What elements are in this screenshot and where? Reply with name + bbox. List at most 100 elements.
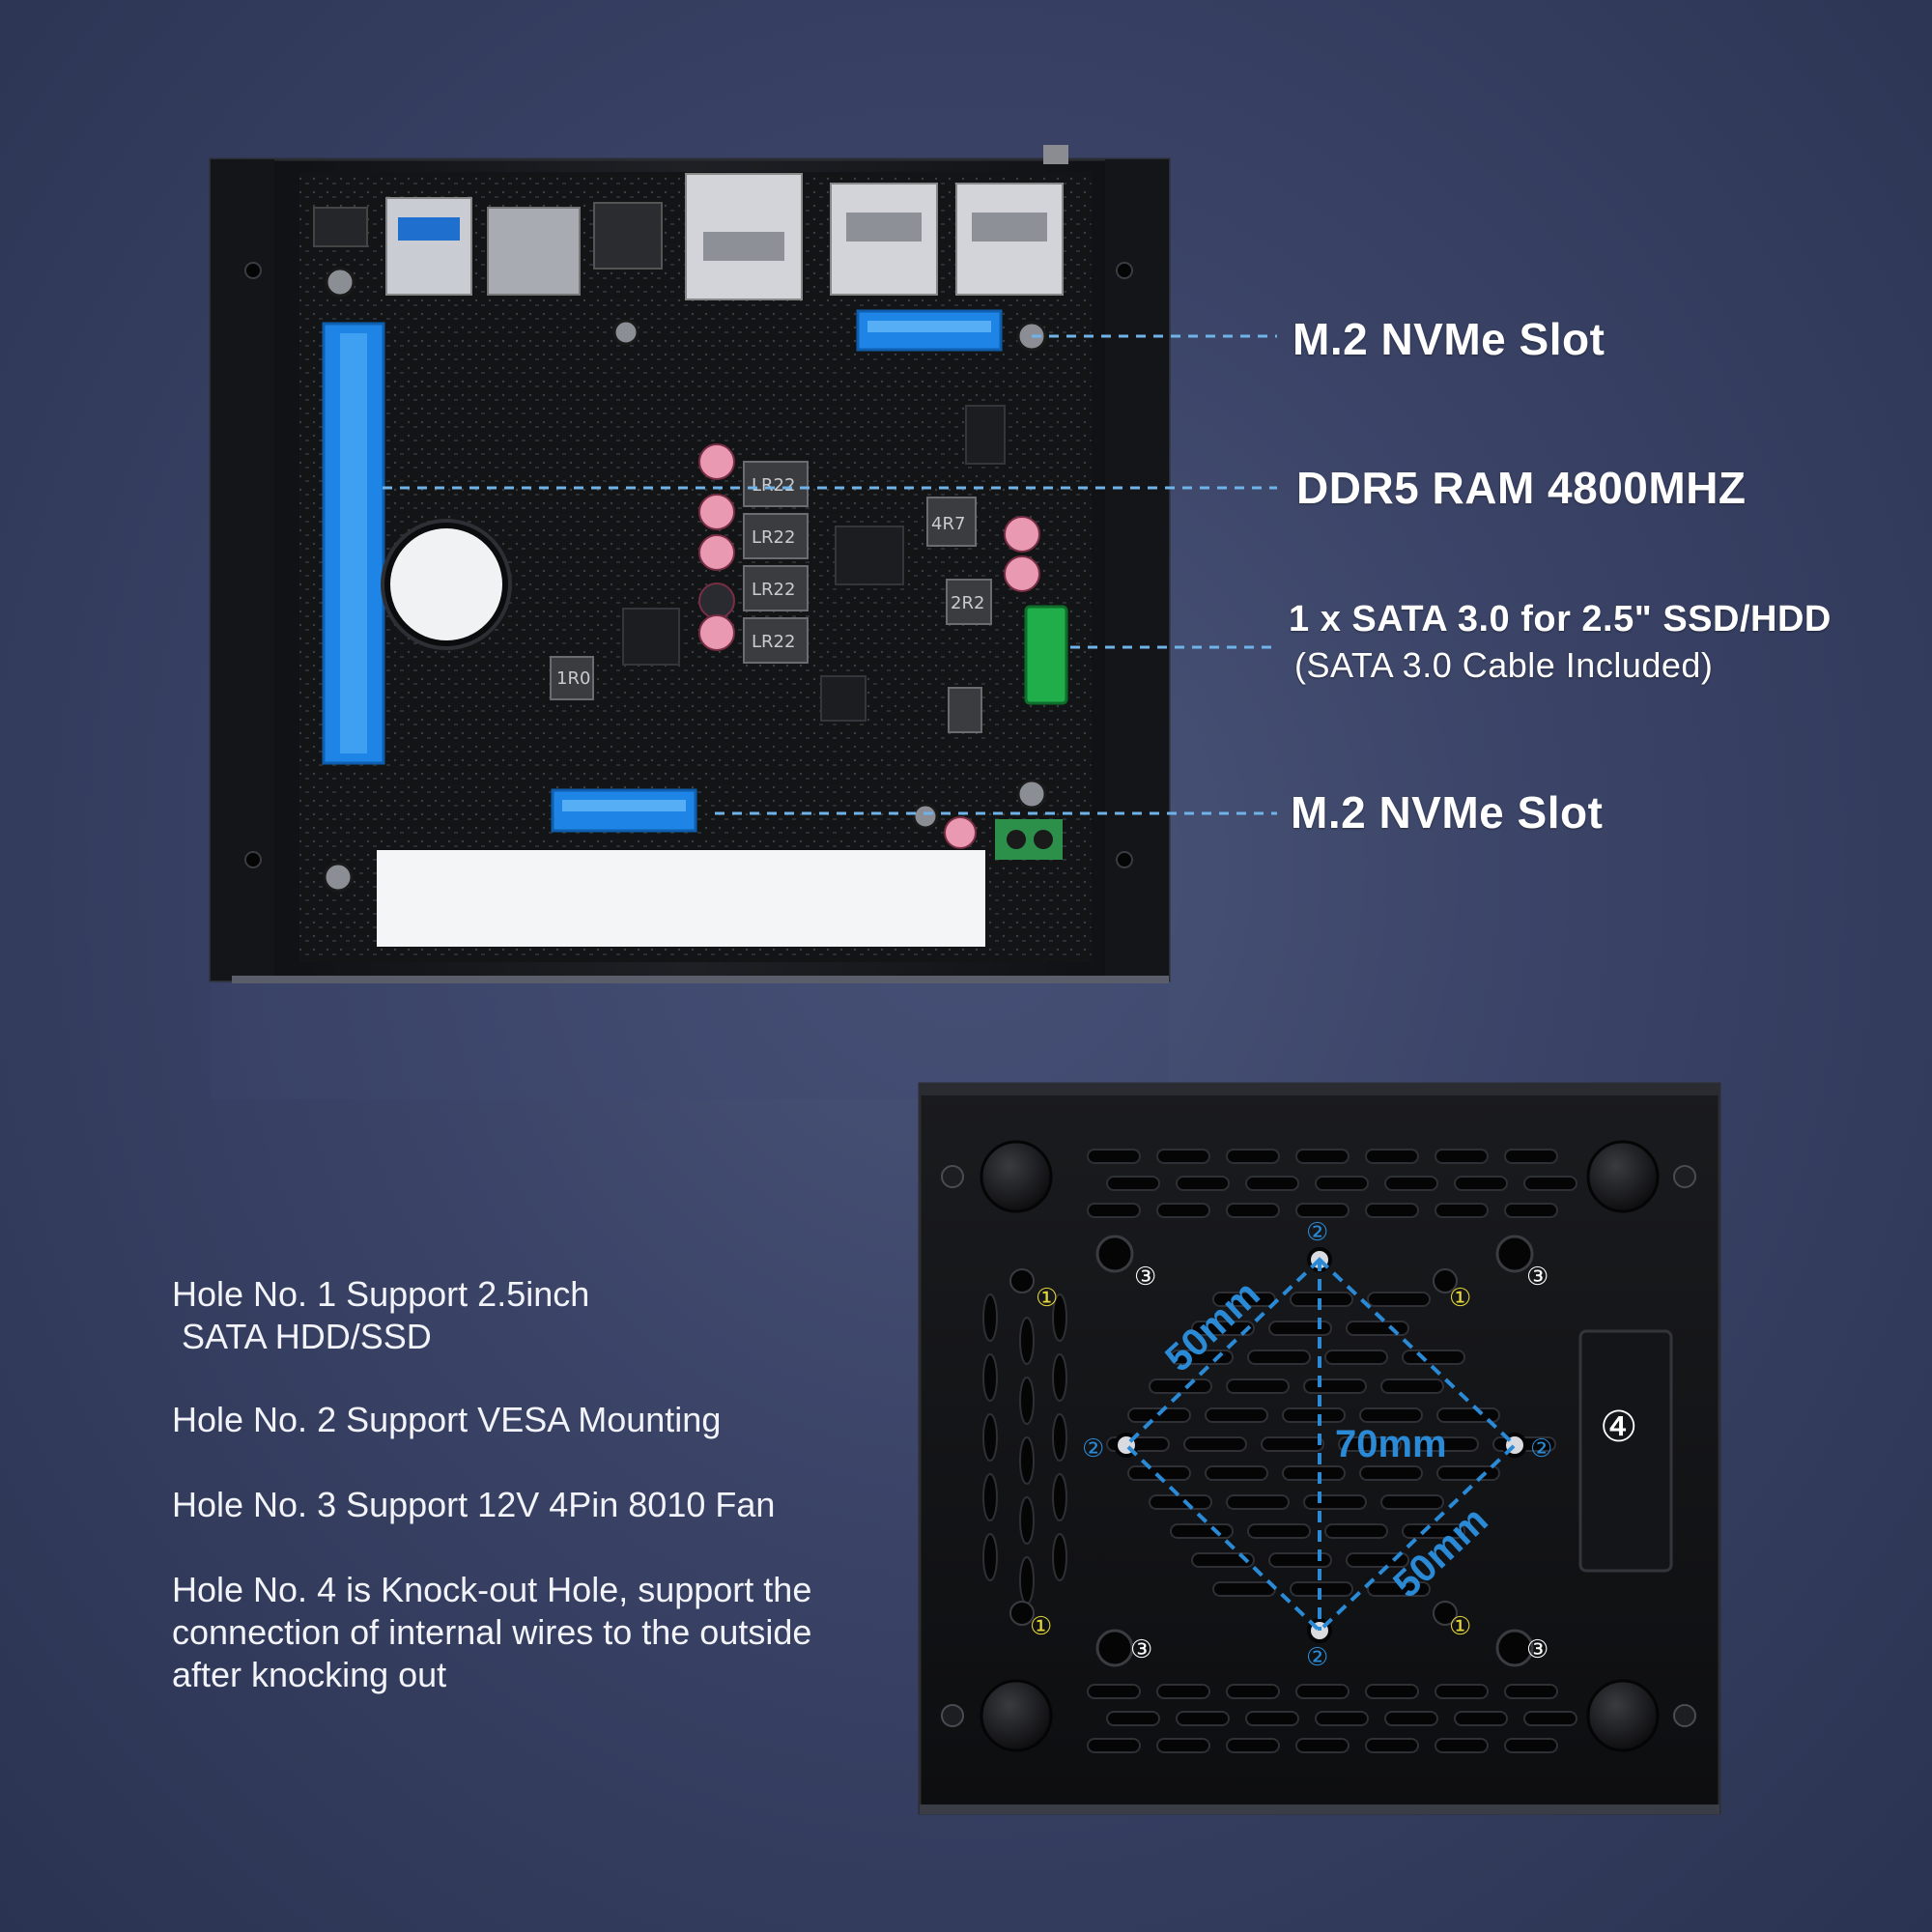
rubber-feet [980,1140,1660,1752]
vent-slot [1303,1494,1367,1510]
vent-slot [1402,1350,1465,1365]
vent-slot [1176,1711,1230,1726]
vent-slot [982,1353,998,1402]
vent-slot [982,1533,998,1581]
vent-slot [1402,1523,1465,1539]
vent-slot [982,1413,998,1462]
hole-3-marker: ③ [1526,1635,1548,1664]
inductor-mark: LR22 [752,475,795,496]
hole-1-note: Hole No. 1 Support 2.5inch SATA HDD/SSD [172,1273,589,1358]
vent-slot [1365,1684,1419,1699]
vent-slot [1504,1738,1558,1753]
vent-slot [982,1293,998,1342]
vent-slot [1435,1738,1489,1753]
vent-slot [1245,1176,1299,1191]
m2-nvme-top-label: M.2 NVMe Slot [1293,314,1605,364]
vent-slot [1087,1203,1141,1218]
vent-slot [1052,1413,1067,1462]
hole-2-note: Hole No. 2 Support VESA Mounting [172,1399,721,1441]
hole-4-note-line: connection of internal wires to the outs… [172,1612,812,1652]
vent-slot [1052,1353,1067,1402]
hdd-mount-holes [1009,1268,1458,1626]
vent-slot [1019,1556,1035,1605]
vent-slot [1454,1176,1508,1191]
vent-slot [1156,1684,1210,1699]
sata-label: 1 x SATA 3.0 for 2.5" SSD/HDD [1289,599,1832,639]
vent-slot [1384,1176,1438,1191]
hole-4-note: Hole No. 4 is Knock-out Hole, support th… [172,1569,811,1696]
vent-slot [1226,1149,1280,1164]
vent-slot [1156,1738,1210,1753]
vent-slot [1087,1149,1141,1164]
vent-slot [1226,1494,1290,1510]
case-bottom-view [918,1082,1721,1815]
vent-slot [1454,1711,1508,1726]
knockout-hole-panel [1578,1329,1673,1573]
hole-3-marker: ③ [1130,1635,1152,1664]
vent-slot [1324,1350,1388,1365]
m2-slot-bottom [551,788,697,833]
vent-slot [1367,1292,1431,1307]
sata-cable-note: (SATA 3.0 Cable Included) [1294,645,1714,685]
capacitors [698,443,1040,849]
vent-slot [1359,1465,1423,1481]
hole-4-note-line: Hole No. 4 is Knock-out Hole, support th… [172,1570,812,1609]
inductor-mark: LR22 [752,527,795,548]
vesa-dimension-lines [1123,1257,1518,1634]
vent-slot [1295,1684,1350,1699]
vent-slot [1315,1711,1369,1726]
vent-slot [1380,1378,1444,1394]
vent-slot [1365,1149,1419,1164]
vent-slot [1226,1738,1280,1753]
callout-lines [383,334,1277,815]
power-terminal [995,819,1063,860]
vent-slot [1435,1149,1489,1164]
vent-slot [1212,1292,1276,1307]
hole-3-note: Hole No. 3 Support 12V 4Pin 8010 Fan [172,1484,775,1526]
vent-slot [982,1473,998,1521]
vent-slot [1019,1436,1035,1485]
vent-slot [1436,1465,1500,1481]
hole-1-note-line: Hole No. 1 Support 2.5inch [172,1274,590,1314]
hole-3-marker: ③ [1134,1263,1156,1292]
hole-4-note-line: after knocking out [172,1655,447,1694]
vent-slot [1338,1436,1402,1452]
inductor-mark: 1R0 [556,668,590,689]
hole-2-marker: ② [1306,1218,1328,1247]
hole-3-marker: ③ [1526,1263,1548,1292]
vent-slot [1226,1684,1280,1699]
vent-slot [1435,1684,1489,1699]
vent-slot [1019,1377,1035,1425]
hole-2-marker: ② [1082,1435,1104,1463]
vent-slot [1295,1149,1350,1164]
ddr5-sodimm-slot [322,322,385,765]
vent-slot [1226,1378,1290,1394]
vent-slot [1149,1494,1212,1510]
hole-2-note-line: Hole No. 2 Support VESA Mounting [172,1400,722,1439]
cmos-battery [381,519,512,650]
fan-mount-holes [1095,1235,1534,1667]
vent-slot [1367,1581,1431,1597]
vent-slot [1504,1203,1558,1218]
vent-slot [1365,1738,1419,1753]
vent-slot [1170,1523,1234,1539]
vent-slot [1052,1473,1067,1521]
case-screws [244,262,1133,868]
vent-slot [1191,1552,1255,1568]
vent-slot [1052,1533,1067,1581]
vent-slot [1303,1378,1367,1394]
sata-connector [1024,605,1068,705]
vent-slot [1106,1711,1160,1726]
hole-1-marker: ① [1030,1612,1052,1641]
vent-slot [1295,1738,1350,1753]
vent-slot [1359,1407,1423,1423]
vent-slot [1380,1494,1444,1510]
vent-slot [1052,1293,1067,1342]
hole-2-marker: ② [1306,1643,1328,1672]
vent-slot [1156,1149,1210,1164]
vent-slot [1346,1552,1409,1568]
inductors [550,461,992,733]
vent-slot [1176,1176,1230,1191]
vent-slot [1436,1407,1500,1423]
vent-slot [1087,1738,1141,1753]
